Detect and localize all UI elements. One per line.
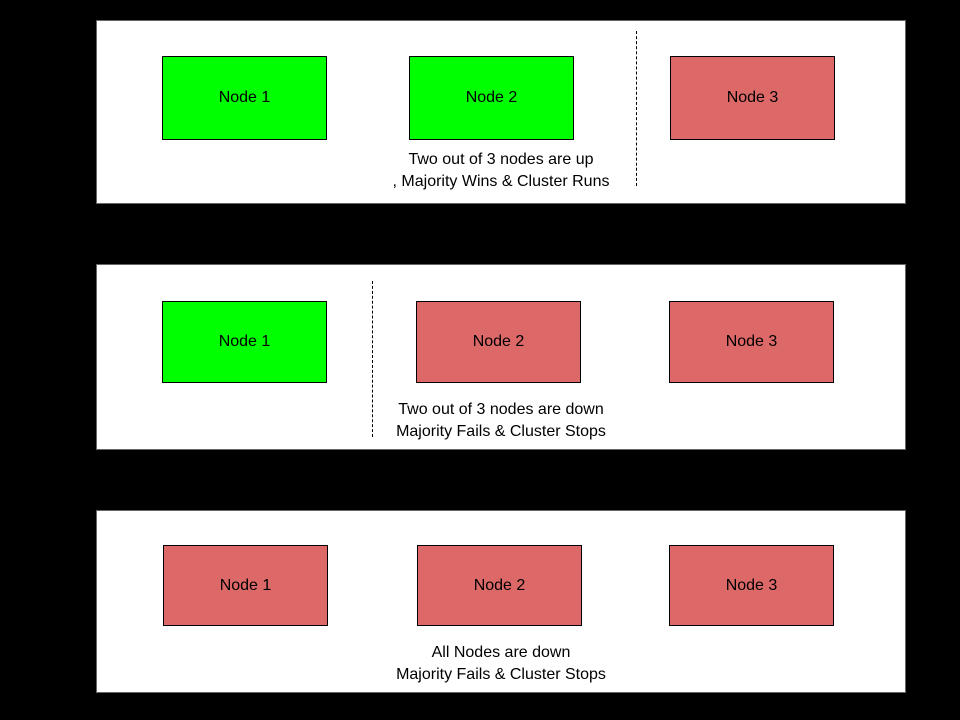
node-2-box: Node 2: [417, 545, 582, 626]
scenario-panel-two-nodes-down: Node 1 Node 2 Node 3 Two out of 3 nodes …: [96, 264, 906, 450]
node-1-box: Node 1: [162, 301, 327, 383]
scenario-caption: Two out of 3 nodes are up , Majority Win…: [97, 149, 905, 193]
scenario-panel-all-nodes-down: Node 1 Node 2 Node 3 All Nodes are down …: [96, 510, 906, 693]
node-3-box: Node 3: [670, 56, 835, 140]
partition-divider: [636, 31, 637, 186]
node-1-box: Node 1: [162, 56, 327, 140]
node-2-box: Node 2: [416, 301, 581, 383]
caption-line-2: Majority Fails & Cluster Stops: [396, 423, 606, 440]
caption-line-2: Majority Fails & Cluster Stops: [396, 666, 606, 683]
node-2-box: Node 2: [409, 56, 574, 140]
caption-line-1: Two out of 3 nodes are down: [398, 401, 604, 418]
node-1-box: Node 1: [163, 545, 328, 626]
node-3-box: Node 3: [669, 301, 834, 383]
caption-line-1: All Nodes are down: [431, 644, 571, 661]
caption-line-2: , Majority Wins & Cluster Runs: [392, 173, 610, 190]
scenario-caption: Two out of 3 nodes are down Majority Fai…: [97, 399, 905, 443]
node-3-box: Node 3: [669, 545, 834, 626]
partition-divider: [372, 281, 373, 437]
scenario-caption: All Nodes are down Majority Fails & Clus…: [97, 642, 905, 686]
caption-line-1: Two out of 3 nodes are up: [408, 151, 594, 168]
scenario-panel-two-nodes-up: Node 1 Node 2 Node 3 Two out of 3 nodes …: [96, 20, 906, 204]
